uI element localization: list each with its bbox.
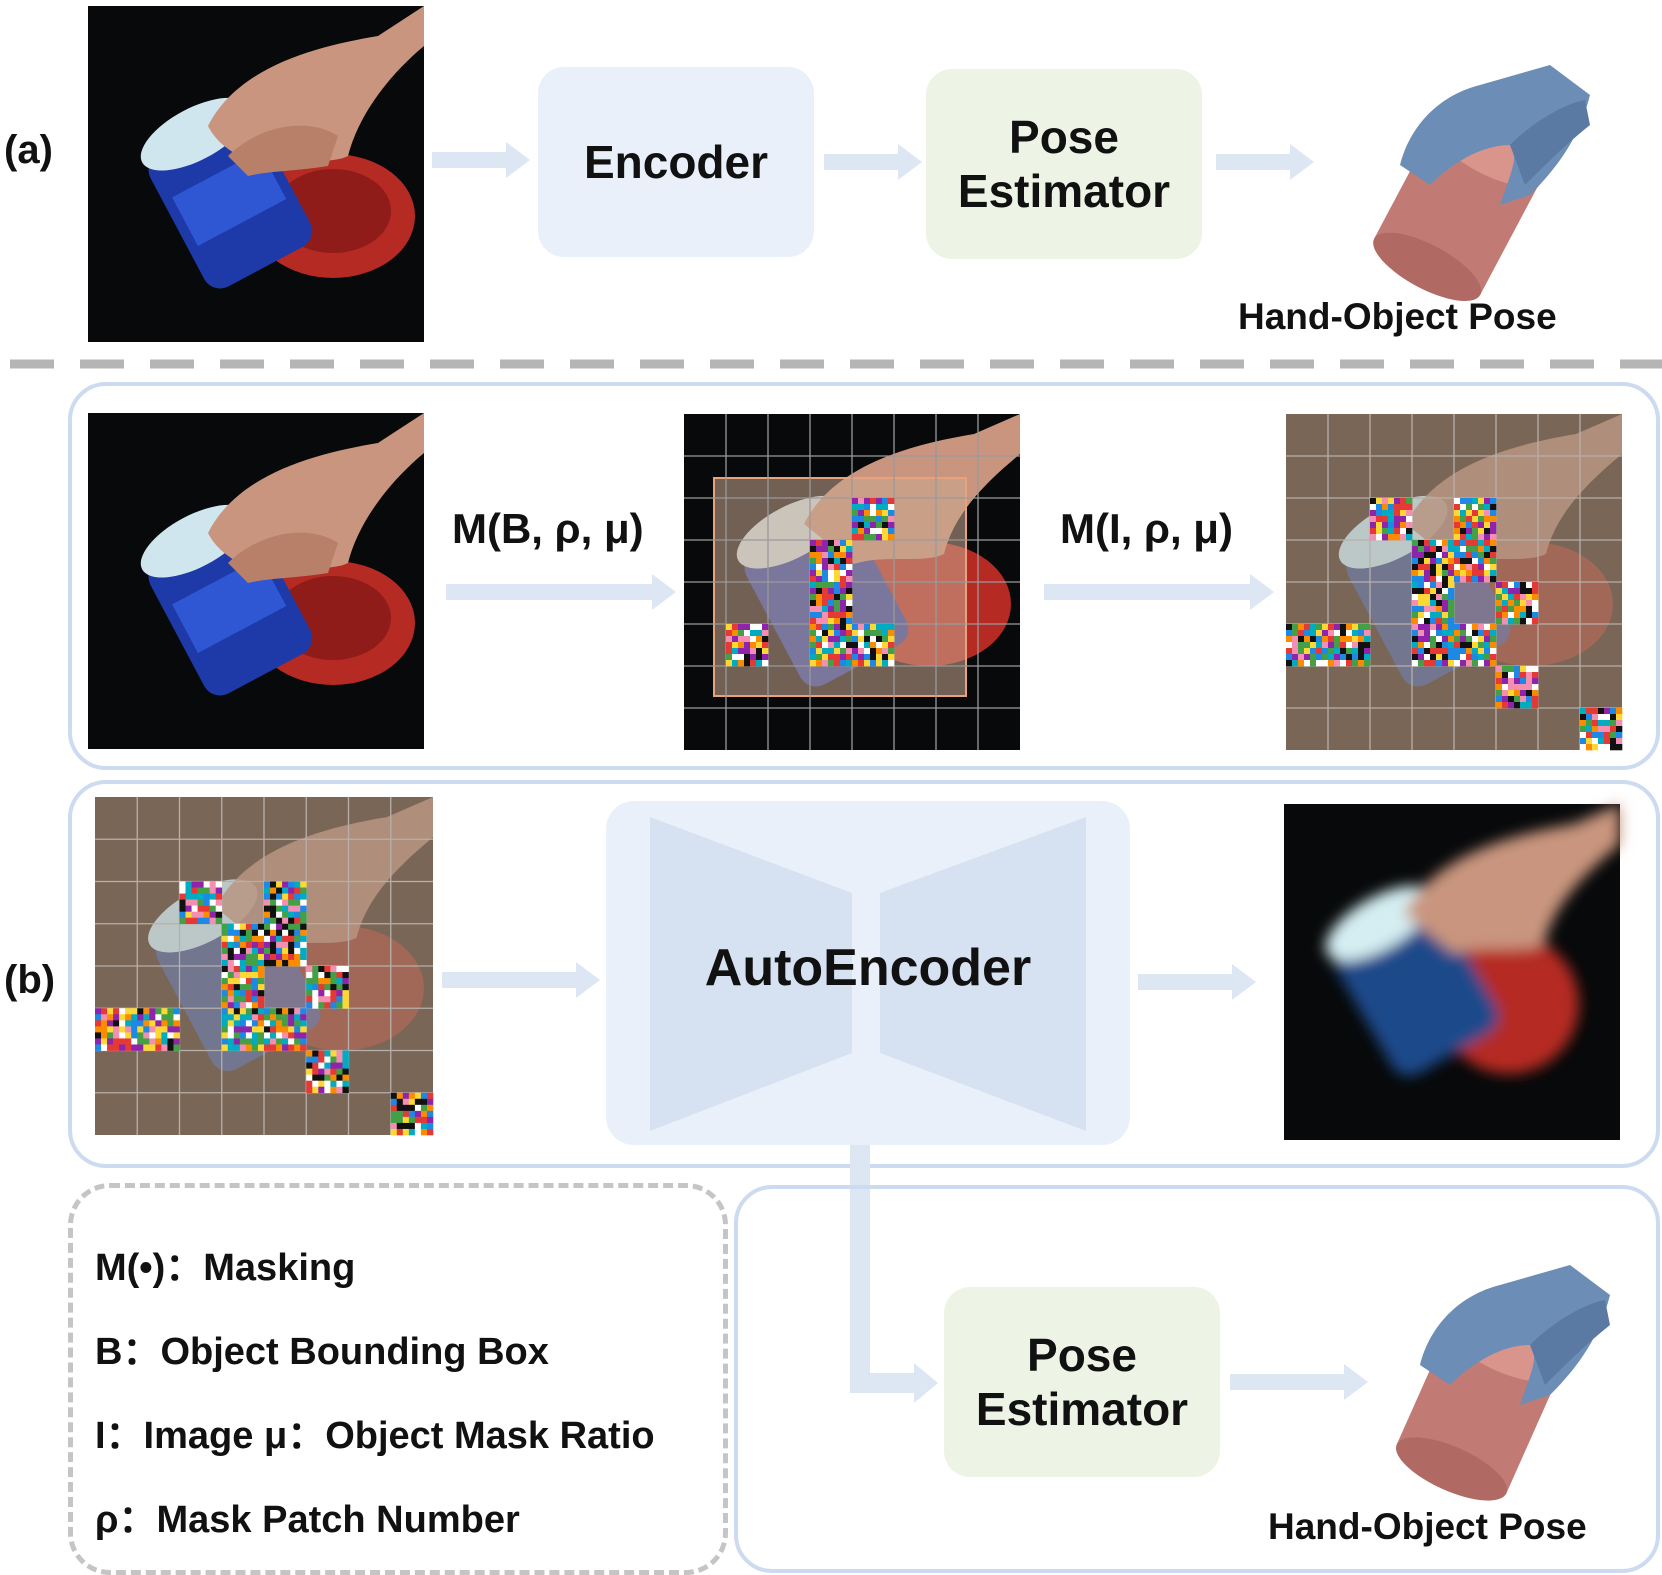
- legend-item-patch-number: ρ：Mask Patch Number: [95, 1499, 520, 1541]
- input-image-masking: [88, 413, 424, 749]
- input-image-a: [88, 6, 424, 342]
- mask-patches: [95, 881, 434, 1136]
- hand-object-pose-render-b: [1395, 1265, 1610, 1501]
- encoder-box: Encoder: [538, 67, 814, 257]
- masking-step1-label: M(B, ρ, μ): [452, 505, 644, 552]
- pose-estimator-a-line2: Estimator: [957, 165, 1171, 217]
- autoencoder-shape: [650, 817, 1086, 1131]
- section-a-label: (a): [4, 128, 53, 172]
- pose-estimator-b-line2: Estimator: [975, 1383, 1189, 1435]
- pose-estimator-box-b: Pose Estimator: [944, 1287, 1220, 1477]
- legend-item-image-ratio: I：Image μ：Object Mask Ratio: [95, 1415, 655, 1457]
- hand-object-pose-label-a: Hand-Object Pose: [1238, 296, 1557, 337]
- legend-item-bbox: B：Object Bounding Box: [95, 1331, 549, 1373]
- arrow-a1: [432, 142, 530, 178]
- arrow-b3: [1230, 1364, 1368, 1400]
- arrow-mask2: [1044, 574, 1274, 610]
- autoencoder-label: AutoEncoder: [704, 939, 1032, 997]
- reconstructed-image: [1284, 804, 1620, 1140]
- connector-arrow: [850, 1145, 938, 1403]
- mask-patches: [1286, 498, 1623, 751]
- hand-object-pose-render-a: [1373, 65, 1590, 302]
- pose-estimator-b-line1: Pose: [1027, 1329, 1137, 1381]
- section-b-label: (b): [4, 958, 56, 1002]
- mask-patches: [726, 498, 895, 667]
- image-masked-image: [1286, 414, 1623, 751]
- legend-box: M(•)：Masking B：Object Bounding Box I：Ima…: [68, 1183, 728, 1575]
- bbox-masked-image: [684, 414, 1020, 750]
- masked-input-image: [95, 797, 434, 1136]
- legend-item-masking: M(•)：Masking: [95, 1247, 356, 1289]
- masking-panel: [68, 382, 1660, 770]
- arrow-b2: [1138, 964, 1256, 1000]
- arrow-mask1: [446, 574, 676, 610]
- arrow-b1: [442, 962, 600, 998]
- hand-object-pose-label-b: Hand-Object Pose: [1268, 1506, 1587, 1547]
- masking-step2-label: M(I, ρ, μ): [1060, 505, 1233, 552]
- encoder-label: Encoder: [583, 136, 769, 188]
- arrow-a3: [1216, 144, 1314, 180]
- section-divider: [10, 359, 1662, 369]
- pose-estimator-a-line1: Pose: [1009, 111, 1119, 163]
- pose-estimator-box-a: Pose Estimator: [926, 69, 1202, 259]
- arrow-a2: [824, 144, 922, 180]
